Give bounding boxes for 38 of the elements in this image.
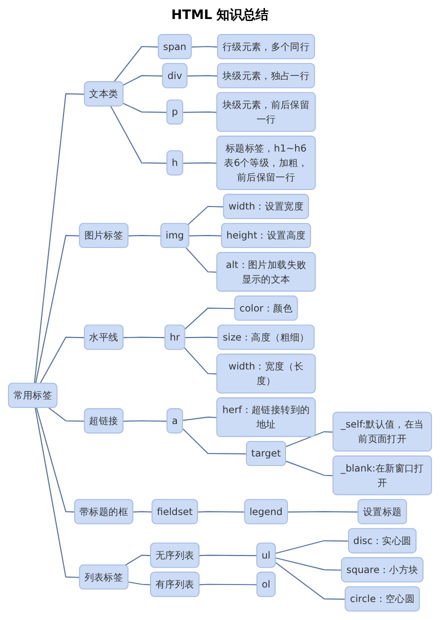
connector <box>122 75 164 86</box>
connector <box>182 111 218 113</box>
connector <box>34 407 80 578</box>
connector <box>275 557 342 571</box>
connector <box>184 308 236 330</box>
connector <box>186 247 218 273</box>
connector <box>113 46 160 83</box>
connector <box>182 416 218 421</box>
connector <box>123 420 168 422</box>
connector <box>286 460 334 476</box>
connector <box>182 162 218 164</box>
connector <box>188 235 222 236</box>
connector <box>36 407 76 513</box>
connector <box>184 336 219 338</box>
diagram-title: HTML 知识总结 <box>171 7 269 24</box>
connector <box>186 75 218 77</box>
connector <box>198 584 258 586</box>
connector <box>198 554 258 556</box>
connector <box>132 511 153 513</box>
connector <box>40 336 86 384</box>
connector <box>110 106 168 164</box>
connector <box>128 582 152 586</box>
connector <box>128 235 162 236</box>
connector <box>287 511 359 513</box>
connector <box>191 46 218 48</box>
connector <box>48 407 86 422</box>
connector <box>122 102 168 113</box>
connector <box>275 562 346 600</box>
connector <box>275 540 350 554</box>
connector <box>34 93 86 384</box>
connector <box>35 235 80 384</box>
connector <box>124 554 152 566</box>
connector <box>286 431 334 448</box>
connector <box>184 347 218 374</box>
connector <box>182 428 248 454</box>
connector <box>187 206 224 226</box>
connector <box>197 511 246 513</box>
connector <box>123 336 166 338</box>
